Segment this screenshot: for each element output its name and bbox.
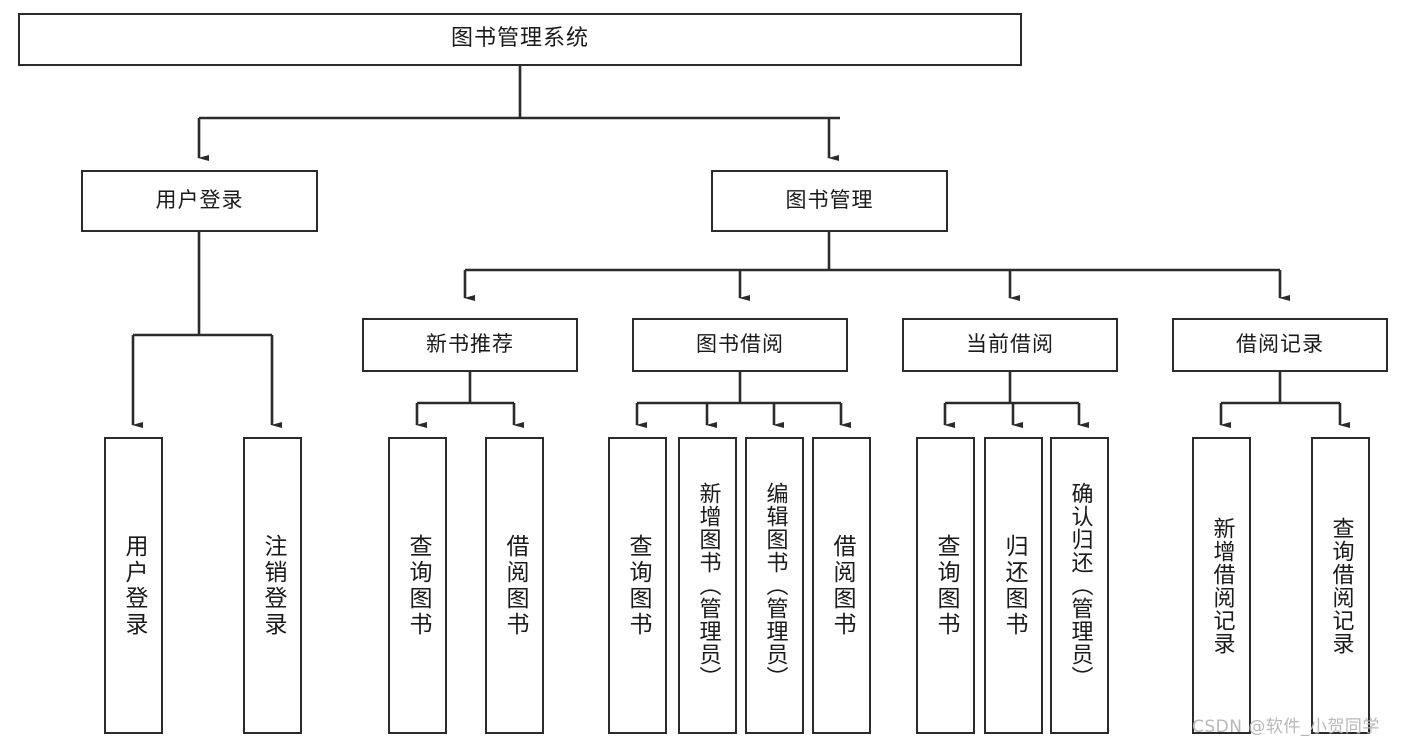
node-new-book-rec[interactable]: 新书推荐	[362, 318, 578, 372]
node-label: 查询借阅记录	[1328, 516, 1354, 655]
node-book-manage[interactable]: 图书管理	[711, 170, 948, 232]
node-user-login[interactable]: 用户登录	[81, 170, 318, 232]
node-label: 图书借阅	[696, 332, 784, 357]
node-leaf-add-record[interactable]: 新增借阅记录	[1192, 437, 1251, 734]
node-label: 新增借阅记录	[1209, 516, 1235, 655]
node-leaf-query-book-3[interactable]: 查询图书	[916, 437, 975, 734]
node-root-system[interactable]: 图书管理系统	[18, 13, 1022, 66]
node-leaf-return-book[interactable]: 归还图书	[984, 437, 1043, 734]
node-label: 新书推荐	[426, 332, 514, 357]
node-leaf-logout-login[interactable]: 注销登录	[243, 437, 302, 734]
node-label: 确认归还（管理员）	[1067, 482, 1093, 689]
node-label: 图书管理系统	[450, 26, 589, 52]
csdn-watermark: CSDN @软件_小贺同学	[1192, 717, 1380, 737]
node-label: 注销登录	[260, 533, 286, 638]
node-label: 借阅记录	[1236, 332, 1324, 357]
node-label: 归还图书	[1001, 533, 1027, 638]
node-label: 查询图书	[625, 533, 651, 638]
node-label: 用户登录	[155, 188, 244, 213]
node-label: 查询图书	[933, 533, 959, 638]
node-borrow-record[interactable]: 借阅记录	[1172, 318, 1388, 372]
node-leaf-query-book-2[interactable]: 查询图书	[608, 437, 667, 734]
node-leaf-user-login[interactable]: 用户登录	[104, 437, 163, 734]
node-leaf-confirm-return[interactable]: 确认归还（管理员）	[1050, 437, 1109, 734]
node-book-borrow[interactable]: 图书借阅	[632, 318, 848, 372]
node-leaf-edit-book[interactable]: 编辑图书（管理员）	[745, 437, 804, 734]
node-label: 查询图书	[405, 533, 431, 638]
node-label: 当前借阅	[966, 332, 1054, 357]
node-leaf-query-book-1[interactable]: 查询图书	[388, 437, 447, 734]
node-leaf-query-record[interactable]: 查询借阅记录	[1311, 437, 1370, 734]
node-leaf-add-book[interactable]: 新增图书（管理员）	[678, 437, 737, 734]
node-label: 用户登录	[121, 533, 147, 638]
node-leaf-borrow-book-2[interactable]: 借阅图书	[812, 437, 871, 734]
node-current-borrow[interactable]: 当前借阅	[902, 318, 1118, 372]
node-leaf-borrow-book-1[interactable]: 借阅图书	[485, 437, 544, 734]
node-label: 编辑图书（管理员）	[762, 482, 788, 689]
node-label: 借阅图书	[502, 533, 528, 638]
node-label: 图书管理	[785, 188, 874, 213]
node-label: 新增图书（管理员）	[695, 482, 721, 689]
node-label: 借阅图书	[829, 533, 855, 638]
